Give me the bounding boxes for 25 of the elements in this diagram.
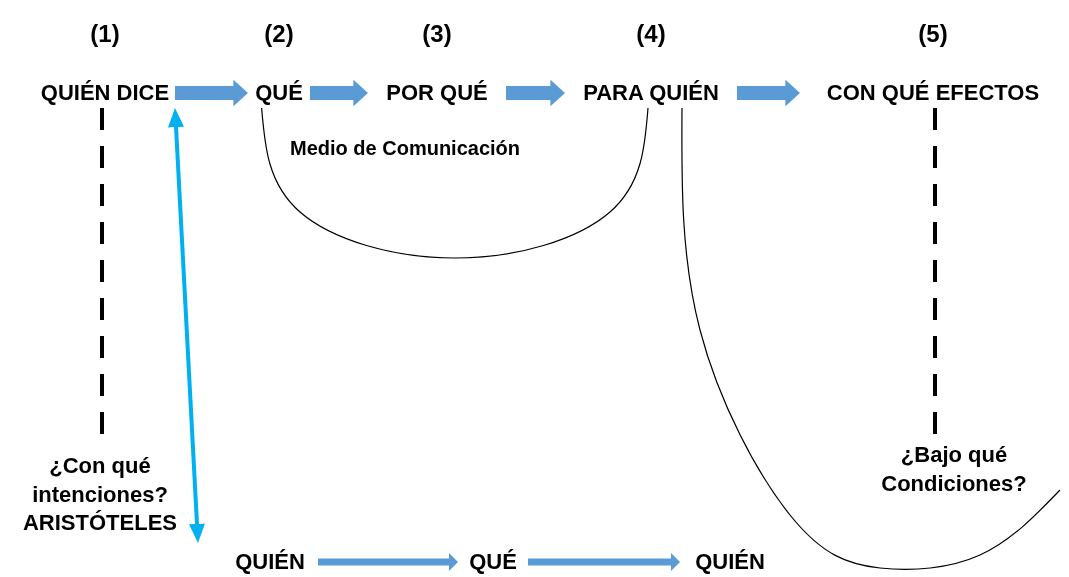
node-text: ARISTÓTELES: [23, 509, 177, 538]
block-arrow: [506, 79, 565, 107]
node-text: ¿Con qué intenciones?: [31, 452, 169, 509]
node-text: ¿Bajo qué Condiciones?: [880, 441, 1028, 498]
curved-line: [261, 107, 649, 259]
node-text: PARA QUIÉN: [583, 78, 719, 107]
node-text: QUIÉN DICE: [40, 78, 170, 107]
double-arrow: [168, 108, 205, 543]
block-arrow: [175, 79, 248, 107]
dashed-line: [100, 108, 104, 435]
dashed-line: [933, 108, 937, 435]
node-text: QUIÉN: [235, 547, 305, 576]
curved-line: [681, 107, 1061, 570]
block-arrow: [310, 79, 368, 107]
node-text: CON QUÉ EFECTOS: [826, 78, 1040, 107]
step-number: (3): [421, 19, 453, 49]
node-text: QUIÉN: [695, 547, 765, 576]
step-number: (4): [635, 19, 667, 49]
node-text: QUÉ: [469, 547, 517, 576]
step-number: (2): [263, 19, 295, 49]
step-number: (1): [89, 19, 121, 49]
block-arrow: [737, 79, 800, 107]
node-text: QUÉ: [255, 78, 303, 107]
node-text: POR QUÉ: [386, 78, 488, 107]
step-number: (5): [917, 19, 949, 49]
